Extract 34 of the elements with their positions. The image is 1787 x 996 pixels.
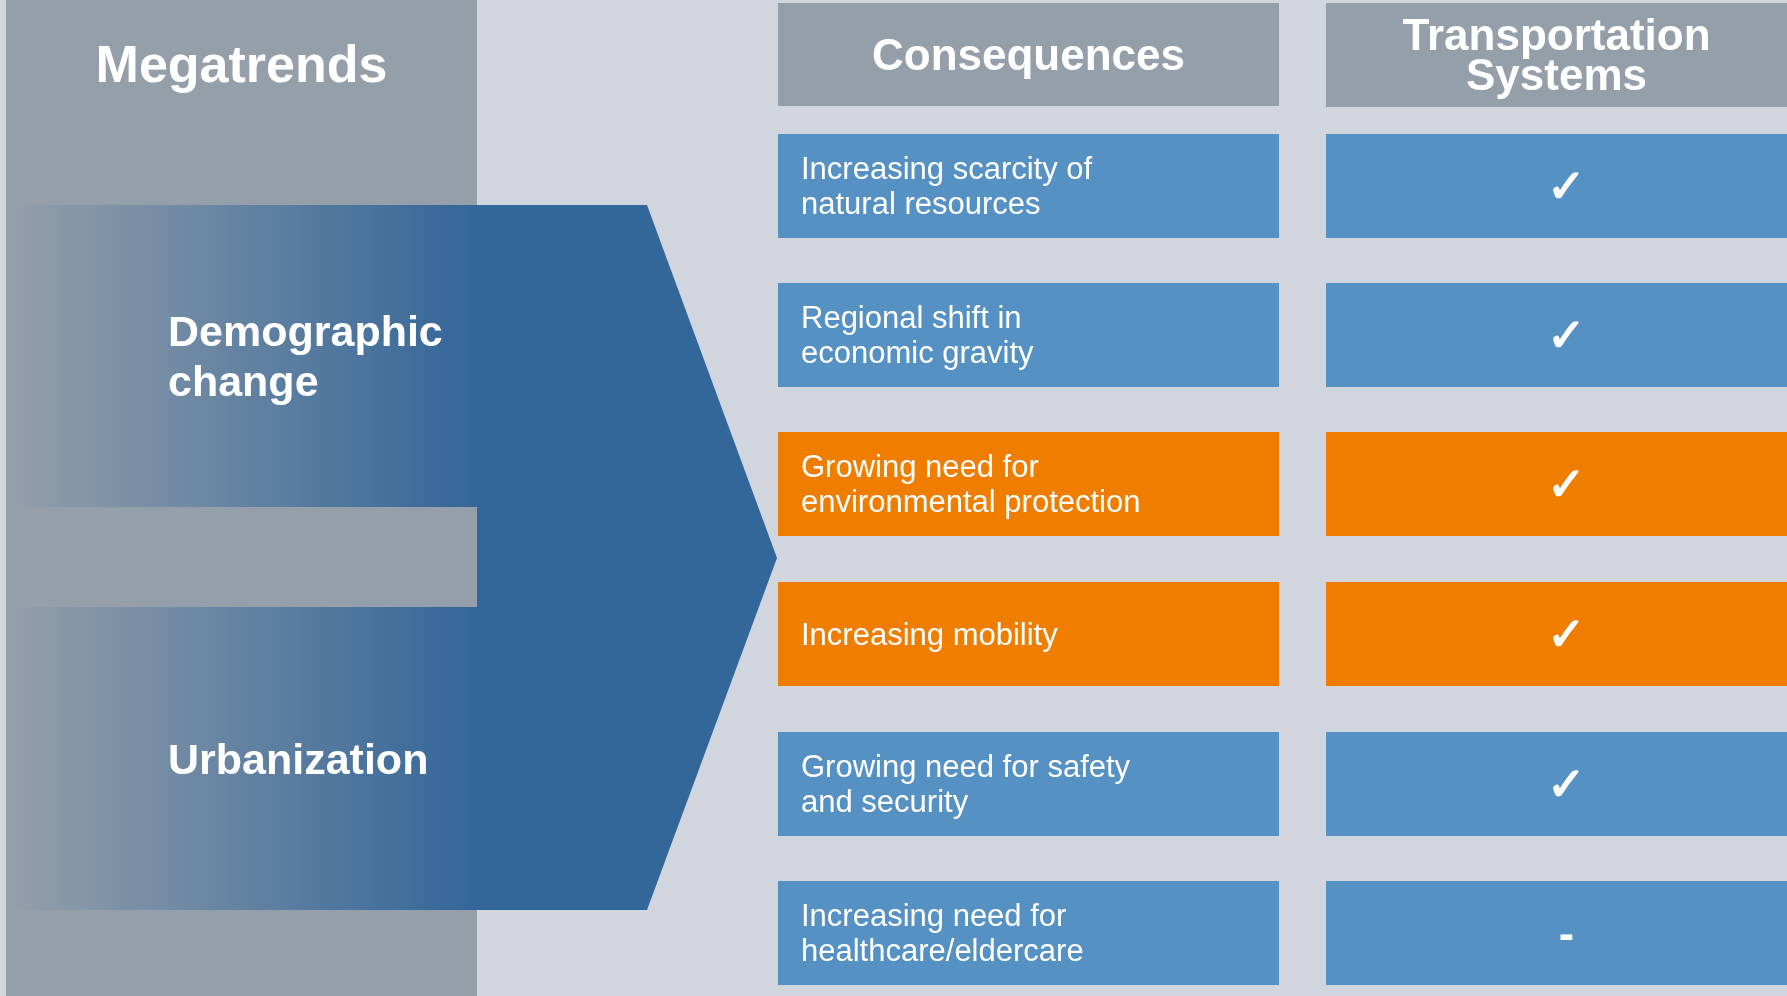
consequence-cell <box>778 881 1279 985</box>
consequence-cell <box>778 134 1279 238</box>
check-mark: ✓ <box>1547 607 1586 661</box>
table-cell <box>1326 283 1787 387</box>
megatrend-label: Demographic change <box>168 306 444 406</box>
column-heading: Megatrends <box>94 34 389 94</box>
column-panel <box>6 0 477 205</box>
consequence-cell <box>778 432 1279 536</box>
table-cell <box>1326 732 1787 836</box>
column-segment <box>6 507 477 607</box>
table-cell <box>1326 881 1787 985</box>
consequence-cell <box>778 283 1279 387</box>
cell-text: Increasing mobility <box>801 616 1058 652</box>
check-mark: - <box>1558 906 1575 960</box>
cell-text: Regional shift in economic gravity <box>801 300 1035 370</box>
megatrend-label: Urbanization <box>168 733 430 784</box>
cell-text: Growing need for safety and security <box>801 749 1131 819</box>
consequence-cell <box>778 732 1279 836</box>
check-mark: ✓ <box>1547 757 1586 811</box>
cell-text: Increasing scarcity of natural resources <box>801 151 1094 221</box>
consequence-cell <box>778 582 1279 686</box>
check-mark: ✓ <box>1547 308 1586 362</box>
table-cell <box>1326 582 1787 686</box>
table-cell <box>1326 134 1787 238</box>
header-cell: Transportation Systems <box>1326 3 1787 107</box>
check-mark: ✓ <box>1547 159 1586 213</box>
column-segment <box>6 910 477 996</box>
gradient-band <box>6 607 476 910</box>
cell-text: Increasing need for healthcare/eldercare <box>801 898 1085 968</box>
table-cell <box>1326 432 1787 536</box>
gradient-band <box>6 205 476 507</box>
header-cell: Consequences <box>778 3 1279 106</box>
check-mark: ✓ <box>1547 457 1586 511</box>
cell-text: Growing need for environmental protection <box>801 449 1142 519</box>
